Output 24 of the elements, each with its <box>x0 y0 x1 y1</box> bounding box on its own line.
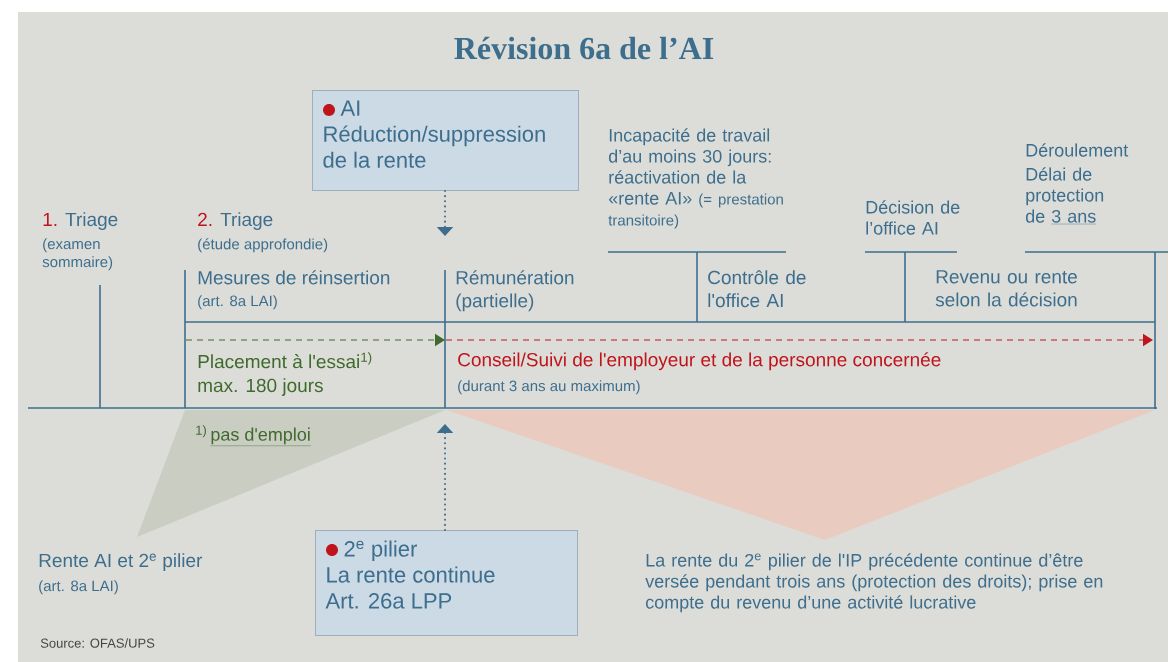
phase-text: Conseil/Suivi de l'employeur et de la personne concernée <box>458 352 941 371</box>
info-box: 2$^{e}$ pilier La rente continue Art. 26a LPP <box>315 530 578 636</box>
phase-text: Mesures de réinsertion <box>198 270 390 285</box>
annotation-text: Délai de protection de 3 ans <box>1025 167 1104 225</box>
phase-label: 2. Triage <box>198 212 273 230</box>
phase-text: Contrôle de l'office AI <box>708 270 806 308</box>
source-text: Source: OFAS/UPS <box>40 638 155 648</box>
note-text: (art. 8a LAI) <box>198 295 277 310</box>
info-box: AI Réduction/suppression de la rente <box>312 90 579 191</box>
milestone-text: Décision de l’office AI <box>866 200 960 235</box>
phase-label: 1. Triage <box>43 212 118 230</box>
heading-text: Déroulement <box>1026 143 1129 157</box>
phase-text: max. 180 jours <box>198 378 323 396</box>
phase-text: Revenu ou rente selon la décision <box>935 270 1077 307</box>
note-text: (art. 8a LAI) <box>39 580 118 595</box>
footnote-text: 1) pas d'emploi <box>196 425 312 446</box>
note-text: (durant 3 ans au maximum) <box>458 380 640 395</box>
title: Révision 6a de l’AI <box>454 36 714 60</box>
note-text: (examen sommaire) <box>42 238 113 271</box>
phase-text: Rémunération (partielle) <box>456 270 574 312</box>
timeline-drawing <box>27 251 1168 540</box>
note-text: (étude approfondie) <box>198 238 328 253</box>
annotation-text: Incapacité de travail d’au moins 30 jours: réactivation de la «rente AI» (= prestation transitoire) <box>608 128 783 229</box>
phase-text: Placement à l'essai$^{1)}$ <box>198 352 372 369</box>
